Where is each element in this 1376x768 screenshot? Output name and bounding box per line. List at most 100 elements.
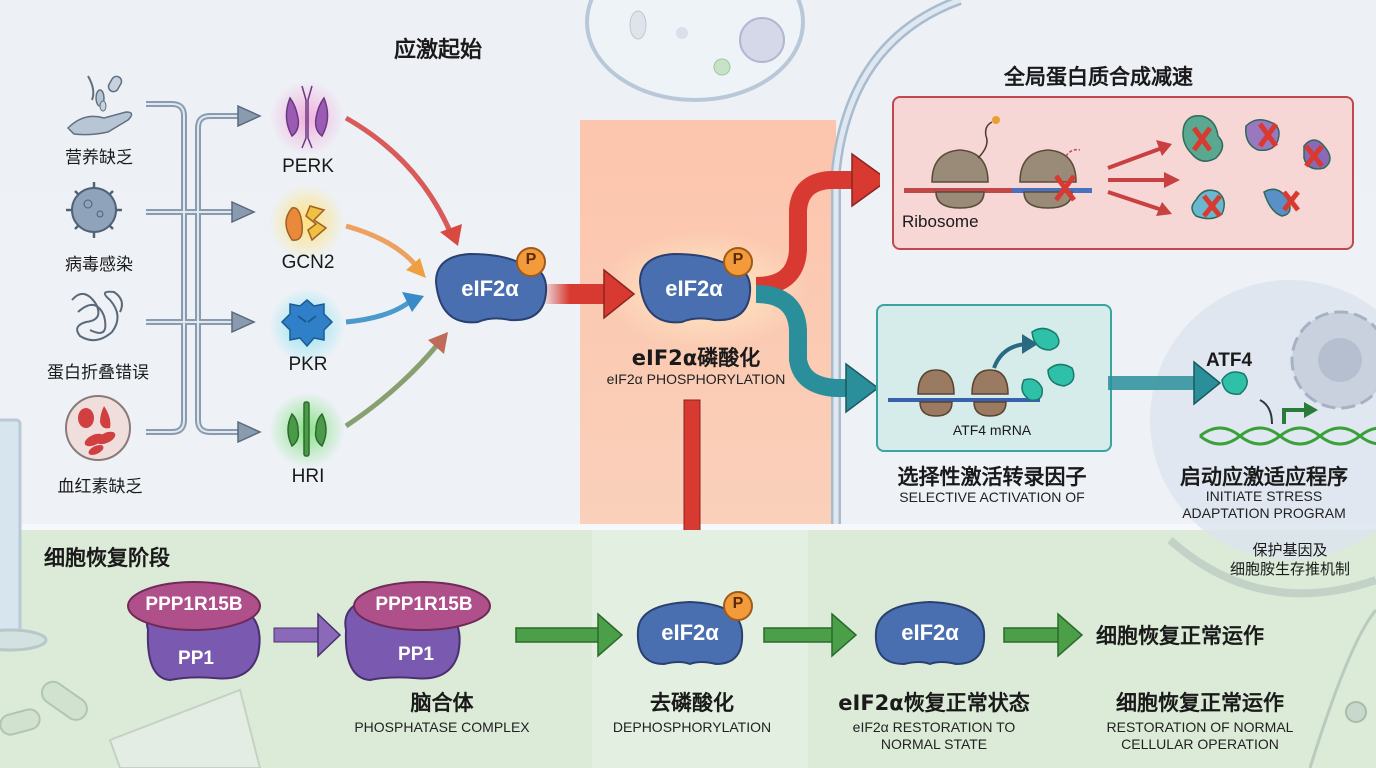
recovery-phase-title: 细胞恢复阶段 bbox=[44, 546, 170, 570]
restoration-subtitle-1: eIF2α RESTORATION TO bbox=[852, 719, 1016, 735]
stress-program-subtitle-2: ADAPTATION PROGRAM bbox=[1182, 505, 1346, 521]
stress-program-subtitle-1: INITIATE STRESS bbox=[1205, 488, 1323, 504]
atf4-mrna-label: ATF4 mRNA bbox=[952, 422, 1032, 438]
phosphate-badge-label: P bbox=[732, 595, 744, 612]
kinase-label-perk: PERK bbox=[282, 156, 334, 177]
normal-operation-heading: 细胞恢复正常运作 bbox=[1096, 624, 1264, 648]
ribosome-label: Ribosome bbox=[902, 212, 979, 231]
red-blood-cell-icon bbox=[65, 395, 131, 461]
atf4-protein-icon bbox=[1021, 327, 1075, 401]
phosphatase-complex-subtitle: PHOSPHATASE COMPLEX bbox=[354, 719, 530, 735]
ppp1r15b-subunit-icon bbox=[127, 581, 261, 631]
hri-kinase-icon bbox=[287, 401, 327, 457]
organelle-icon bbox=[713, 58, 731, 76]
inhibited-arrows bbox=[1107, 140, 1180, 216]
perk-kinase-icon bbox=[285, 85, 329, 149]
organelle-icon bbox=[676, 27, 688, 39]
kinase-label-gcn2: GCN2 bbox=[281, 252, 335, 273]
atf4-protein-icon bbox=[1221, 371, 1248, 395]
restoration-subtitle-2: NORMAL STATE bbox=[880, 736, 988, 752]
normal-operation-subtitle-1: RESTORATION OF NORMAL bbox=[1106, 719, 1294, 735]
stress-initiation-title: 应激起始 bbox=[394, 38, 483, 63]
eif2a-molecule-2 bbox=[638, 247, 753, 324]
gcn2-kinase-icon bbox=[285, 205, 328, 242]
misfolded-protein-icon bbox=[71, 290, 123, 342]
complex-formation-arrow bbox=[273, 627, 321, 643]
phosphate-badge-label: P bbox=[732, 251, 744, 268]
eif2a-label: eIF2α bbox=[661, 620, 719, 645]
beaker-icon bbox=[108, 688, 262, 768]
dephosphorylation-subtitle: DEPHOSPHORYLATION bbox=[612, 719, 772, 735]
phosphorylation-subtitle: eIF2α PHOSPHORYLATION bbox=[606, 371, 786, 387]
kinase-label-hri: HRI bbox=[291, 466, 325, 487]
stressor-arrowheads bbox=[231, 104, 262, 444]
phosphate-badge-icon bbox=[723, 591, 753, 621]
phosphorylation-title: eIF2α磷酸化 bbox=[631, 346, 761, 370]
stressor-label: 血红素缺乏 bbox=[57, 477, 143, 497]
selective-activation-title: 选择性激活转录因子 bbox=[897, 465, 1087, 489]
phosphate-badge-label: P bbox=[525, 251, 537, 268]
phosphorylation-arrow bbox=[544, 284, 608, 304]
stressor-label: 蛋白折叠错误 bbox=[47, 363, 149, 383]
perk-arrow bbox=[344, 115, 455, 237]
recovery-down-arrow bbox=[683, 399, 701, 530]
stressor-label: 营养缺乏 bbox=[65, 148, 133, 168]
dna-helix-icon bbox=[1199, 426, 1376, 446]
stress-program-title: 启动应激适应程序 bbox=[1180, 465, 1348, 489]
phosphatase-complex-1 bbox=[127, 581, 261, 682]
gcn2-arrow bbox=[345, 223, 420, 270]
eif2a-label: eIF2α bbox=[901, 620, 959, 645]
nutrient-hand-icon bbox=[66, 75, 133, 136]
selective-activation-arrow bbox=[755, 285, 848, 397]
virus-icon bbox=[66, 182, 122, 238]
restoration-arrow bbox=[763, 627, 837, 643]
nucleus-icon bbox=[739, 17, 785, 63]
capsule-icon bbox=[40, 680, 88, 721]
ribosome-stall-graphic bbox=[904, 114, 1331, 220]
pp1-label: PP1 bbox=[178, 648, 214, 669]
selective-activation-subtitle: SELECTIVE ACTIVATION OF bbox=[899, 489, 1085, 505]
normal-operation-arrow bbox=[1003, 627, 1065, 643]
transcription-start-icon bbox=[1282, 408, 1306, 424]
atf4-arrow bbox=[1108, 376, 1198, 390]
ppp1r15b-subunit-icon bbox=[353, 581, 491, 631]
ribosome-icon bbox=[931, 149, 989, 209]
stress-program-graphic bbox=[1108, 360, 1376, 446]
phosphatase-complex-2 bbox=[344, 581, 491, 682]
recovery-pathway-graphic bbox=[127, 581, 1084, 682]
eif2a-label: eIF2α bbox=[461, 276, 519, 301]
stress-pathway-graphic bbox=[65, 75, 880, 530]
eif2a-molecule-4 bbox=[874, 600, 986, 666]
eif2a-molecule-3 bbox=[636, 591, 753, 666]
blocked-x-icon bbox=[1191, 122, 1324, 218]
phosphatase-complex-title: 脑合体 bbox=[410, 691, 474, 715]
dephosphorylation-arrow bbox=[515, 627, 603, 643]
pp1-label: PP1 bbox=[398, 644, 434, 665]
ribosome-icon bbox=[1019, 149, 1077, 209]
hri-arrow bbox=[344, 342, 440, 429]
dephosphorylation-title: 去磷酸化 bbox=[650, 691, 734, 715]
translation-arrow bbox=[1022, 334, 1038, 354]
ribosome-icon bbox=[917, 369, 1009, 417]
kinase-label-pkr: PKR bbox=[288, 354, 328, 375]
phosphate-badge-icon bbox=[723, 247, 753, 277]
pkr-kinase-icon bbox=[280, 299, 334, 348]
global-slowdown-arrow bbox=[755, 171, 856, 295]
stress-program-note-2: 细胞胺生存推机制 bbox=[1229, 560, 1350, 578]
restoration-title: eIF2α恢复正常状态 bbox=[838, 691, 1030, 715]
ppp1r15b-label: PPP1R15B bbox=[145, 594, 243, 615]
global-slowdown-title: 全局蛋白质合成减速 bbox=[1004, 65, 1193, 89]
mitochondrion-icon bbox=[629, 10, 647, 40]
normal-operation-title: 细胞恢复正常运作 bbox=[1116, 691, 1284, 715]
blocked-x-icon bbox=[1054, 174, 1076, 202]
stressor-label: 病毒感染 bbox=[65, 255, 133, 275]
atf4-label: ATF4 bbox=[1206, 350, 1253, 371]
eif2a-molecule-1 bbox=[434, 247, 548, 324]
ppp1r15b-label: PPP1R15B bbox=[375, 594, 473, 615]
phosphate-badge-icon bbox=[516, 247, 546, 277]
eif2a-label: eIF2α bbox=[665, 276, 723, 301]
stress-program-note-1: 保护基因及 bbox=[1252, 541, 1328, 559]
normal-operation-subtitle-2: CELLULAR OPERATION bbox=[1121, 736, 1279, 752]
